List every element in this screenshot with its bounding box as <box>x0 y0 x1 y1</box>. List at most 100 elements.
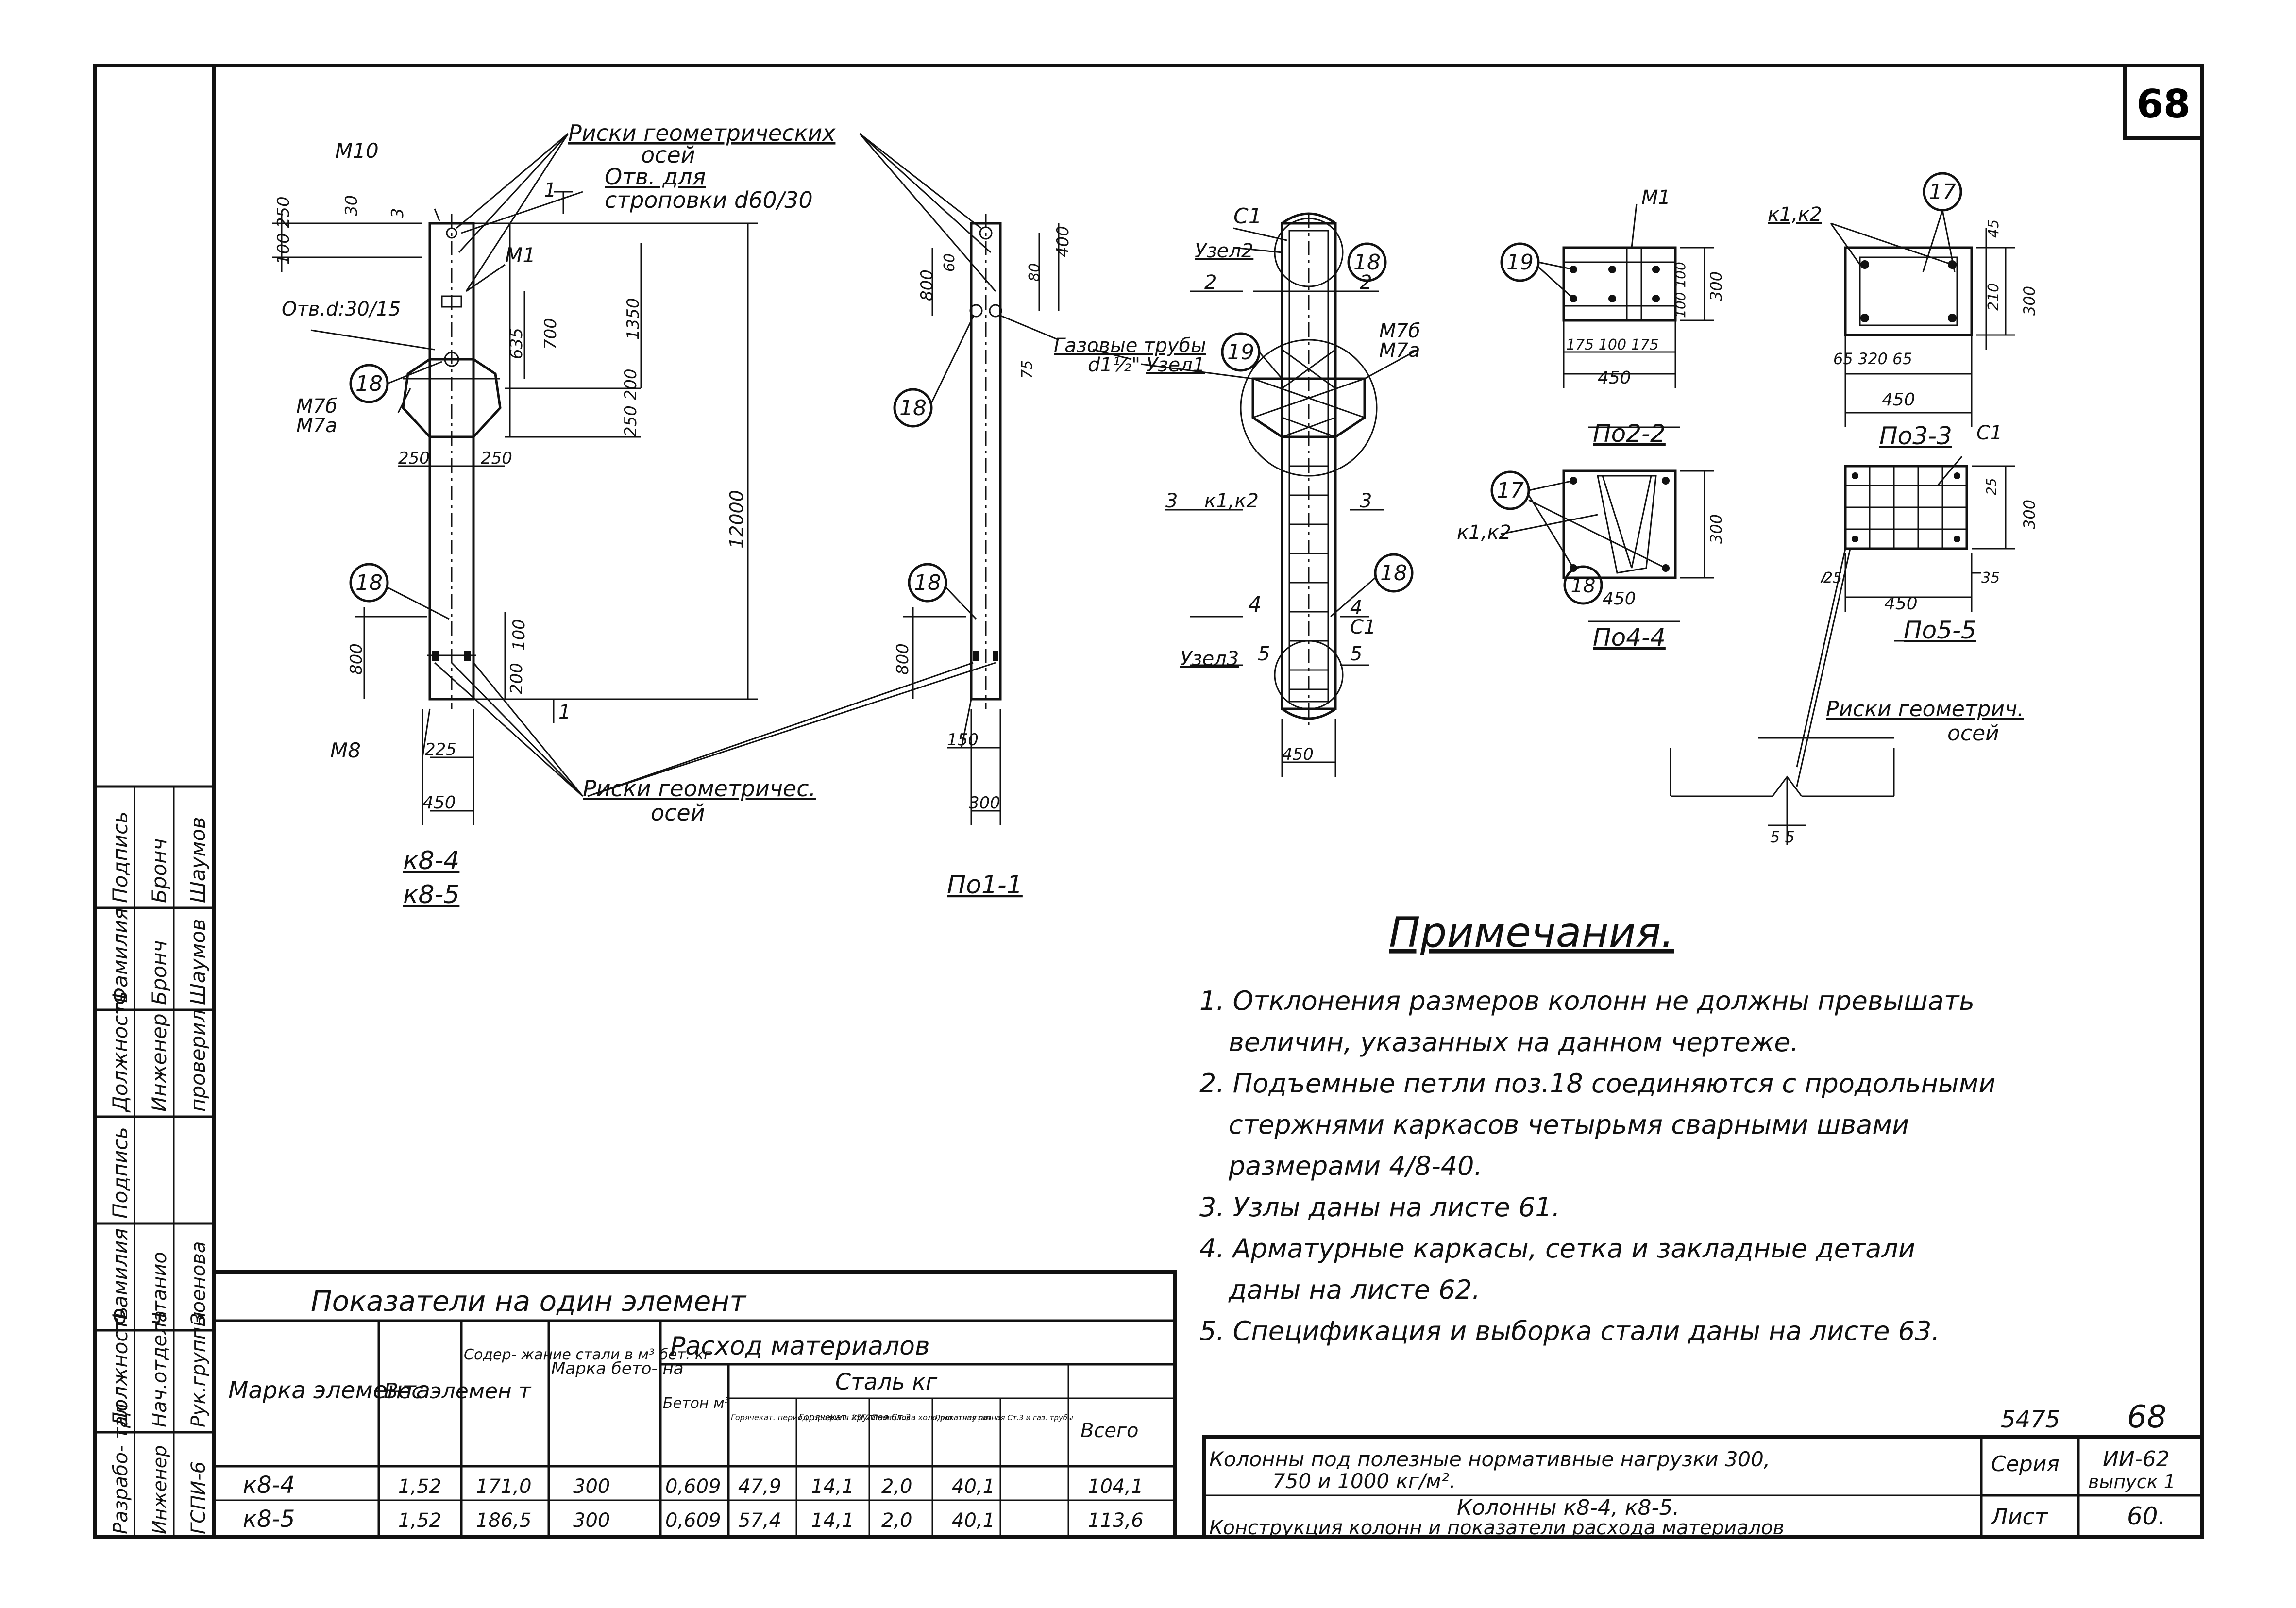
stamp-developed: Разрабо- тал <box>110 1404 132 1534</box>
stamp-position-3: Нач.отдела <box>149 1310 171 1427</box>
col-total-header: Всего <box>1080 1420 1139 1442</box>
row-1-wire: 2,0 <box>881 1475 912 1498</box>
stamp-engineer: Инженер <box>149 1445 170 1534</box>
cut-mark-3-right: 3 <box>1360 490 1372 512</box>
dim-250-left: 250 <box>398 449 430 468</box>
dim-100-250: 100 250 <box>274 196 293 265</box>
callout-18-c: 18 <box>899 396 927 420</box>
sheet-label: Лист <box>1990 1504 2048 1530</box>
title-line-4: Конструкция колонн и показатели расхода … <box>1209 1517 1784 1539</box>
row-1-grade: 300 <box>573 1475 610 1498</box>
dim-175-100-175: 175 100 175 <box>1566 336 1659 353</box>
side-stamp: Подпись Фамилия Должность Подпись Фамили… <box>93 785 215 1538</box>
series-value-1: ИИ-62 <box>2103 1447 2170 1472</box>
axis-mark-detail <box>1670 737 1895 845</box>
row-2-grade: 300 <box>573 1509 610 1532</box>
row-1-concrete: 0,609 <box>665 1475 721 1498</box>
note-line-1: 1. Отклонения размеров колонн не должны … <box>1199 986 1975 1016</box>
label-m7a-2: М7а <box>1379 339 1420 362</box>
label-node-1: Узел1 <box>1146 354 1205 376</box>
cut-mark-5-right: 5 <box>1350 643 1362 665</box>
dim-60: 60 <box>941 253 958 272</box>
section-5-5 <box>1796 456 2015 787</box>
stamp-signature-1: Бронч <box>147 838 171 903</box>
row-2-steel-content: 186,5 <box>476 1509 532 1532</box>
stamp-position-2: проверил <box>186 1009 210 1112</box>
cut-mark-4-right: 4 <box>1350 597 1362 619</box>
col-wire-header: Проволока холодно- тянутая <box>872 1413 991 1422</box>
row-1-total: 104,1 <box>1088 1475 1144 1498</box>
column-side-view <box>587 133 1060 825</box>
dim-150: 150 <box>947 730 979 750</box>
callout-18-f: 18 <box>1380 561 1407 586</box>
label-m7b: М7б <box>296 395 338 418</box>
cut-mark-1-top: 1 <box>544 179 556 201</box>
callout-18-a: 18 <box>355 371 383 396</box>
dim-3: 3 <box>388 208 407 218</box>
callout-18-e: 18 <box>1353 250 1381 275</box>
callout-19-a: 19 <box>1227 340 1254 365</box>
view-label-section-4: По4-4 <box>1593 623 1666 652</box>
row-2-mark: к8-5 <box>243 1506 295 1533</box>
label-hole-d30: Отв.d:30/15 <box>282 298 401 320</box>
label-node-2: Узел2 <box>1195 240 1253 262</box>
cut-mark-1-bottom: 1 <box>558 701 571 723</box>
dim-225: 225 <box>425 740 456 759</box>
cut-mark-2-right: 2 <box>1360 271 1372 294</box>
cut-mark-3-left: 3 <box>1165 490 1178 512</box>
series-value-2: выпуск 1 <box>2088 1471 2176 1492</box>
stamp-header-signature: Подпись <box>108 811 132 903</box>
axis-marks-top-label: Риски геометрических <box>568 120 836 146</box>
dim-450-s4: 450 <box>1603 589 1636 609</box>
axis-marks-bottom-label: Риски геометричес. <box>583 775 816 802</box>
label-m10: М10 <box>335 139 379 163</box>
cut-mark-4-left: 4 <box>1248 592 1262 617</box>
dim-700: 700 <box>541 318 560 350</box>
callout-19-b: 19 <box>1506 250 1534 275</box>
label-k1k2-c: к1,к2 <box>1457 521 1511 544</box>
dim-100: 100 <box>509 619 529 651</box>
row-1-mark: к8-4 <box>243 1472 295 1499</box>
dim-300-s4: 300 <box>1707 514 1725 544</box>
cut-mark-2-left: 2 <box>1204 271 1216 294</box>
dim-250-200: 250 200 <box>621 368 641 437</box>
stamp-position-1: Инженер <box>147 1013 171 1112</box>
dim-450-s3: 450 <box>1882 390 1915 410</box>
sling-hole-label: Отв. для <box>605 164 706 190</box>
view-label-section-5: По5-5 <box>1904 616 1976 644</box>
indicator-table-title: Показатели на один элемент <box>311 1285 747 1318</box>
dim-250-right: 250 <box>481 449 512 468</box>
axis-marks-top-label-2: осей <box>641 142 695 168</box>
steel-header: Сталь кг <box>835 1369 938 1395</box>
axis-marks-right-label: Риски геометрич. <box>1826 697 2024 721</box>
row-2-rolled: 40,1 <box>952 1509 995 1532</box>
notes-title: Примечания. <box>1389 908 1674 957</box>
col-weight-header: Вес элемен т <box>384 1379 532 1404</box>
row-2-concrete: 0,609 <box>665 1509 721 1532</box>
materials-header: Расход материалов <box>670 1332 930 1361</box>
dim-300: 300 <box>969 793 1000 813</box>
stamp-surname-3: Чтанио <box>149 1252 171 1325</box>
row-1-steel-content: 171,0 <box>476 1475 532 1498</box>
note-line-2: величин, указанных на данном чертеже. <box>1229 1027 1799 1057</box>
callout-18-d: 18 <box>914 570 941 595</box>
stamp-surname-2: Шаумов <box>186 919 210 1005</box>
sling-hole-label-2: строповки d60/30 <box>605 187 813 213</box>
label-c1-s3: С1 <box>1976 422 2002 444</box>
dim-450: 450 <box>422 793 456 813</box>
dim-75: 75 <box>1019 360 1036 379</box>
label-m1-section: М1 <box>1641 186 1671 209</box>
section-2-2 <box>1500 203 1714 428</box>
view-label-k8-4: к8-4 <box>403 846 459 875</box>
dim-450-s5: 450 <box>1884 594 1918 614</box>
col-concrete-grade-header: Марка бето- на <box>551 1359 684 1378</box>
row-2-wire: 2,0 <box>881 1509 912 1532</box>
row-2-weight: 1,52 <box>398 1509 441 1532</box>
dim-400: 400 <box>1053 226 1073 257</box>
title-line-3: Колонны к8-4, к8-5. <box>1457 1495 1679 1520</box>
callout-17-a: 17 <box>1929 180 1956 204</box>
dim-65-320-65: 65 320 65 <box>1833 350 1912 368</box>
col-concrete-m3-header: Бетон м³ <box>663 1395 730 1412</box>
column-front-view <box>272 133 758 825</box>
dim-300-s2: 300 <box>1707 271 1725 301</box>
